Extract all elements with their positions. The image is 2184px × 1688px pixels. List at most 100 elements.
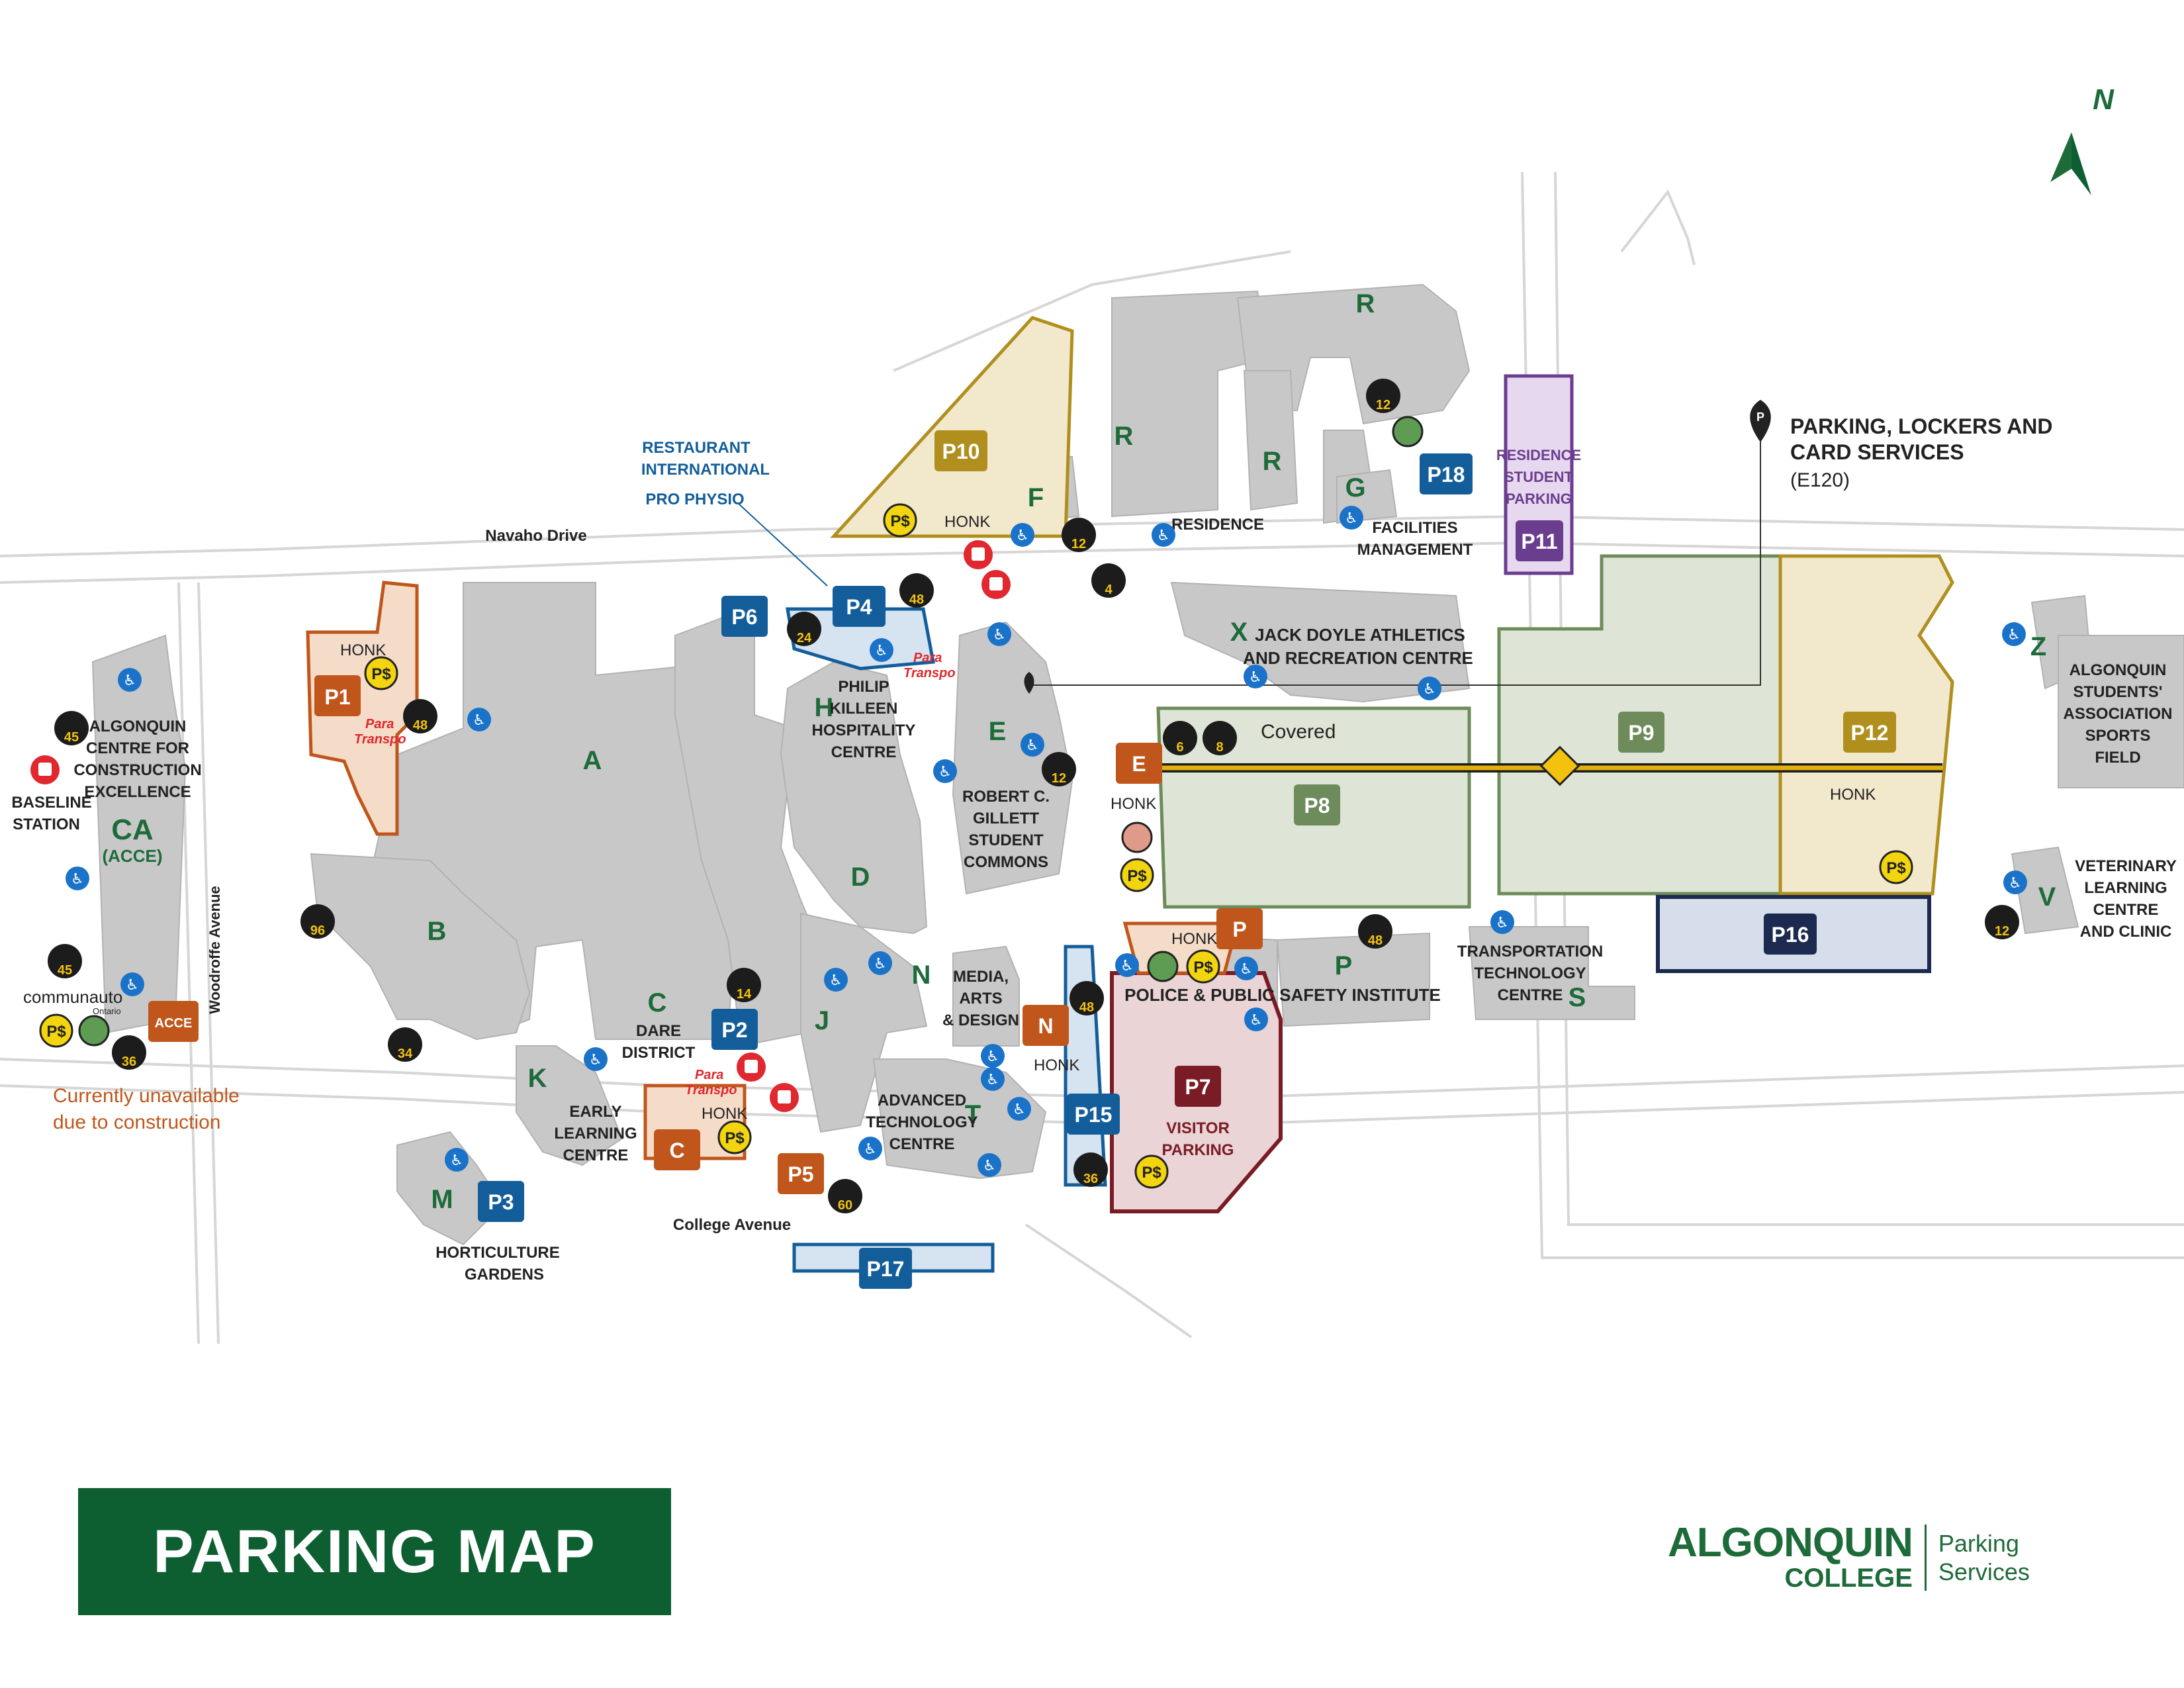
svg-text:CENTRE: CENTRE <box>563 1147 629 1164</box>
lot-p8[interactable]: P8 <box>1294 784 1340 825</box>
accessible-icon: ♿ <box>1244 665 1267 688</box>
accessible-icon: ♿ <box>1115 953 1139 977</box>
svg-text:P10: P10 <box>942 440 980 463</box>
lot-p2[interactable]: P2 <box>711 1009 758 1050</box>
svg-text:(ACCE): (ACCE) <box>103 846 163 866</box>
location-marker-icon <box>1024 672 1034 694</box>
svg-text:HONK: HONK <box>1111 795 1156 813</box>
bike-rack-icon: 24 <box>787 612 821 646</box>
lot-p16[interactable]: P16 <box>1764 914 1817 955</box>
parking-lot-p10-area[interactable] <box>830 316 1074 543</box>
accessible-icon: ♿ <box>987 622 1011 646</box>
svg-text:Para: Para <box>913 651 942 665</box>
lot-p12[interactable]: P12 <box>1843 712 1896 753</box>
svg-text:36: 36 <box>122 1055 136 1069</box>
parking-lot-p4-area[interactable] <box>786 607 935 671</box>
lot-p5[interactable]: P5 <box>778 1153 824 1194</box>
logo-line-1: ALGONQUIN <box>1668 1520 1913 1566</box>
svg-text:♿: ♿ <box>864 1141 877 1158</box>
ev-charging-icon <box>1392 416 1424 447</box>
svg-text:P3: P3 <box>488 1190 514 1214</box>
lot-p[interactable]: P <box>1216 908 1263 949</box>
svg-text:P: P <box>1232 917 1246 941</box>
svg-text:& DESIGN: & DESIGN <box>942 1011 1019 1029</box>
svg-text:♿: ♿ <box>2007 627 2021 643</box>
bike-rack-icon: 60 <box>828 1179 862 1213</box>
accessible-icon: ♿ <box>1418 677 1441 700</box>
svg-text:RESTAURANT: RESTAURANT <box>642 439 751 457</box>
lot-c[interactable]: C <box>654 1129 700 1170</box>
lot-p17[interactable]: P17 <box>859 1248 912 1289</box>
logo-line-2: COLLEGE <box>1784 1564 1913 1593</box>
accessible-icon: ♿ <box>981 1067 1005 1091</box>
accessible-icon: ♿ <box>1007 1097 1031 1121</box>
svg-text:LEARNING: LEARNING <box>2084 879 2167 897</box>
construction-notice-2: due to construction <box>53 1111 221 1133</box>
bike-rack-icon: 34 <box>388 1027 422 1062</box>
svg-text:ALGONQUIN: ALGONQUIN <box>89 718 187 735</box>
svg-text:♿: ♿ <box>1016 528 1029 544</box>
bike-rack-icon: 48 <box>1358 914 1392 949</box>
svg-text:X: X <box>1230 618 1248 647</box>
page-title: PARKING MAP <box>153 1517 596 1585</box>
svg-text:6: 6 <box>1176 740 1183 755</box>
lot-p10[interactable]: P10 <box>934 430 987 471</box>
svg-text:36: 36 <box>1083 1172 1098 1186</box>
svg-text:♿: ♿ <box>1013 1102 1026 1118</box>
svg-text:MEDIA,: MEDIA, <box>953 968 1009 986</box>
accessible-icon: ♿ <box>467 708 491 731</box>
svg-text:V: V <box>2038 882 2056 912</box>
pay-parking-icon: P$ <box>1134 1154 1169 1189</box>
lot-p15[interactable]: P15 <box>1067 1094 1120 1135</box>
pay-parking-icon: P$ <box>39 1013 73 1048</box>
svg-text:♿: ♿ <box>1026 737 1039 754</box>
bus-icons <box>30 540 1011 1112</box>
svg-text:ASSOCIATION: ASSOCIATION <box>2064 705 2173 723</box>
svg-text:PRO PHYSIO: PRO PHYSIO <box>645 491 744 508</box>
lot-p9[interactable]: P9 <box>1618 712 1664 753</box>
accessible-icon: ♿ <box>66 867 89 890</box>
svg-text:60: 60 <box>838 1198 852 1213</box>
lot-p7[interactable]: P7 <box>1175 1066 1221 1107</box>
svg-text:P2: P2 <box>721 1018 747 1042</box>
svg-text:B: B <box>428 917 447 946</box>
svg-text:♿: ♿ <box>1249 669 1262 686</box>
ev-charging-icon <box>78 1015 110 1047</box>
lot-p1[interactable]: P1 <box>314 675 361 716</box>
lot-n[interactable]: N <box>1023 1005 1069 1046</box>
svg-text:POLICE & PUBLIC SAFETY INSTITU: POLICE & PUBLIC SAFETY INSTITUTE <box>1124 985 1441 1005</box>
lot-p11[interactable]: P11 <box>1516 520 1563 561</box>
svg-text:♿: ♿ <box>123 673 136 689</box>
parking-lot-p16-area[interactable] <box>1656 895 1931 973</box>
svg-text:CENTRE FOR: CENTRE FOR <box>86 739 189 757</box>
lot-acce[interactable]: ACCE <box>148 1001 199 1042</box>
svg-text:DISTRICT: DISTRICT <box>622 1044 696 1062</box>
svg-text:TECHNOLOGY: TECHNOLOGY <box>1474 964 1586 982</box>
lot-p3[interactable]: P3 <box>478 1181 524 1222</box>
svg-text:S: S <box>1569 983 1586 1012</box>
svg-text:P$: P$ <box>1886 859 1906 877</box>
lot-p6[interactable]: P6 <box>721 596 768 637</box>
parking-lot-p1-area[interactable] <box>306 581 419 836</box>
lot-e[interactable]: E <box>1116 743 1162 784</box>
lot-p18[interactable]: P18 <box>1420 453 1473 494</box>
lot-p4[interactable]: P4 <box>833 586 886 627</box>
accessible-icon: ♿ <box>1021 733 1044 757</box>
north-arrow-icon: N <box>2050 83 2115 195</box>
svg-text:GARDENS: GARDENS <box>465 1266 544 1284</box>
bike-rack-icon: 48 <box>403 699 437 733</box>
svg-text:HONK: HONK <box>702 1105 747 1123</box>
svg-text:BASELINE: BASELINE <box>11 794 91 812</box>
svg-text:CENTRE: CENTRE <box>2093 901 2159 919</box>
svg-text:SPORTS: SPORTS <box>2085 727 2151 745</box>
svg-text:F: F <box>1028 483 1044 512</box>
svg-text:CENTRE: CENTRE <box>1498 986 1563 1004</box>
svg-text:Para: Para <box>695 1068 723 1082</box>
svg-text:INTERNATIONAL: INTERNATIONAL <box>641 461 770 479</box>
svg-text:♿: ♿ <box>589 1052 602 1068</box>
svg-text:M: M <box>431 1185 453 1214</box>
info-pin-icon[interactable]: P <box>1750 400 1771 442</box>
building-letters: A B C D E F G H J K M N P R R R S T V X … <box>103 289 2056 1214</box>
svg-text:P$: P$ <box>371 665 391 683</box>
svg-text:ACCE: ACCE <box>155 1016 193 1031</box>
